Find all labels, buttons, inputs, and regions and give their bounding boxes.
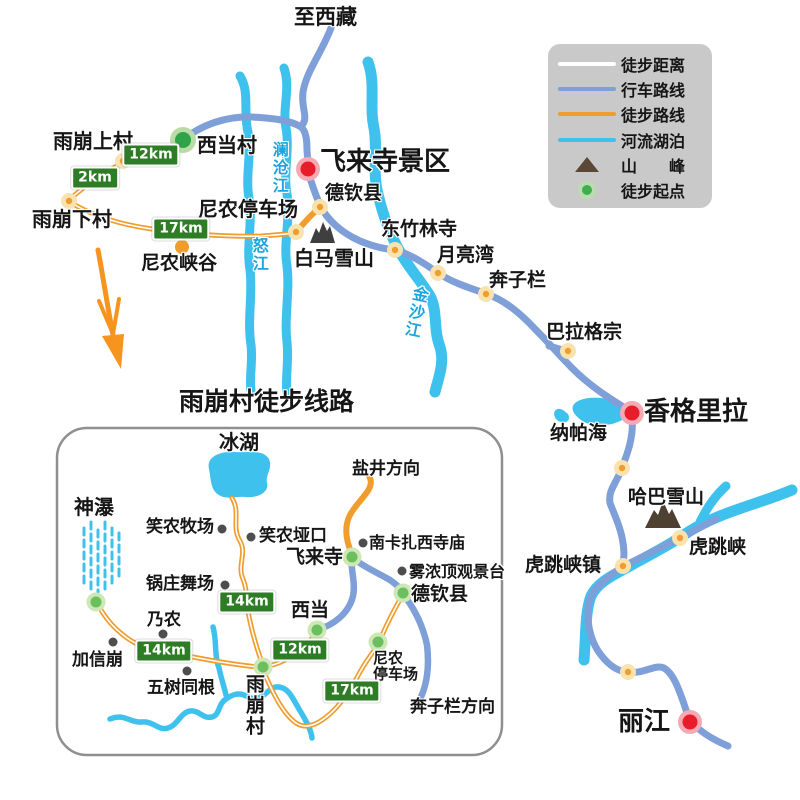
hiking-route-line-icon bbox=[556, 112, 618, 117]
label-yanjing-direction: 盐井方向 bbox=[352, 459, 420, 479]
label-napa-lake: 纳帕海 bbox=[550, 422, 608, 444]
legend-label: 行车路线 bbox=[621, 81, 686, 101]
legend-box: 徒步距离 行车路线 徒步路线 河流湖泊 山 峰 徒步起点 bbox=[548, 44, 712, 208]
label-wunongding-deck: 雾浓顶观景台 bbox=[409, 562, 506, 581]
label-nainong: 乃农 bbox=[147, 610, 181, 630]
label-ninong-canyon: 尼农峡谷 bbox=[141, 252, 218, 274]
label-deqin-county: 德钦县 bbox=[325, 182, 383, 204]
marker-shangrila-city bbox=[620, 401, 644, 425]
marker-ninong-canyon bbox=[175, 240, 189, 254]
legend-label: 徒步路线 bbox=[621, 106, 686, 126]
label-benzilan-direction: 奔子栏方向 bbox=[410, 697, 495, 717]
label-tiger-gorge-town: 虎跳峡镇 bbox=[525, 554, 602, 576]
label-yubeng-village: 雨崩村 bbox=[242, 674, 265, 737]
legend-label: 河流湖泊 bbox=[621, 131, 686, 151]
trail-start-dot-icon bbox=[556, 180, 618, 199]
inset-start-circles bbox=[86, 547, 413, 677]
label-to-tibet: 至西藏 bbox=[294, 5, 357, 29]
inset-pointer-arrow bbox=[95, 247, 124, 369]
label-jiaxinbeng: 加信崩 bbox=[72, 650, 123, 670]
ninong-parking-line1: 尼农 bbox=[373, 649, 404, 667]
label-sacred-waterfall: 神瀑 bbox=[74, 495, 114, 519]
nu-river-path bbox=[235, 71, 257, 395]
label-ninong-parking: 尼农停车场 bbox=[198, 197, 298, 221]
inset-badge-14km-icelake: 14km bbox=[218, 590, 276, 614]
inset-title: 雨崩村徒步线路 bbox=[179, 387, 355, 416]
label-guozhuang-dance: 锅庄舞场 bbox=[146, 574, 214, 594]
label-five-trees: 五树同根 bbox=[147, 678, 215, 698]
label-deqin-county-inset: 德钦县 bbox=[411, 583, 469, 605]
napa-lake-shape bbox=[554, 397, 626, 426]
legend-label: 徒步距离 bbox=[621, 56, 686, 75]
road-xidang-feilai bbox=[179, 113, 312, 169]
legend-row-driving-route: 行车路线 bbox=[556, 77, 706, 101]
ninong-parking-line2: 停车场 bbox=[373, 664, 419, 683]
label-tiger-gorge: 虎跳峡 bbox=[689, 536, 747, 558]
label-yubeng-lower: 雨崩下村 bbox=[32, 207, 112, 231]
road-shangrila-lijiang bbox=[584, 412, 732, 750]
road-to-tibet bbox=[299, 24, 335, 128]
distance-badge-12km: 12km bbox=[122, 143, 180, 167]
label-xiaonong-pass: 笑农垭口 bbox=[259, 526, 327, 546]
label-ice-lake: 冰湖 bbox=[219, 430, 259, 454]
label-yubeng-upper: 雨崩上村 bbox=[53, 129, 133, 153]
inset-box bbox=[55, 426, 504, 757]
legend-row-hiking-distance: 徒步距离 bbox=[556, 52, 706, 76]
marker-feilai-scenic-city bbox=[296, 157, 320, 181]
inset-river-path bbox=[107, 624, 315, 741]
legend-label: 山 峰 bbox=[621, 156, 686, 176]
label-nanka-temple: 南卡扎西寺庙 bbox=[369, 533, 466, 552]
label-xidang-village: 西当村 bbox=[197, 133, 257, 157]
legend-row-trail-start: 徒步起点 bbox=[556, 178, 706, 202]
label-dongzhulin: 东竹林寺 bbox=[381, 218, 458, 240]
label-xidang: 西当 bbox=[291, 599, 330, 621]
inset-badge-12km: 12km bbox=[271, 638, 329, 662]
label-lancang-river: 澜沧江 bbox=[269, 141, 289, 195]
label-nu-river: 怒江 bbox=[249, 237, 269, 273]
lancang-river-path bbox=[279, 63, 293, 398]
driving-route-line-icon bbox=[556, 87, 618, 92]
inset-badge-17km: 17km bbox=[323, 679, 381, 703]
inset-poi-dots bbox=[108, 524, 407, 676]
haba-snow-mountain-icon bbox=[645, 501, 681, 528]
label-moon-bay: 月亮湾 bbox=[437, 244, 495, 266]
label-shangrila: 香格里拉 bbox=[644, 397, 749, 427]
distance-badge-2km: 2km bbox=[71, 166, 119, 190]
label-benzilan: 奔子栏 bbox=[489, 269, 547, 291]
label-balagezong: 巴拉格宗 bbox=[546, 321, 623, 343]
baima-snow-mountain-icon bbox=[310, 222, 335, 243]
legend-row-mountain: 山 峰 bbox=[556, 153, 706, 177]
inset-ice-lake-shape bbox=[208, 451, 271, 498]
label-haba-snow: 哈巴雪山 bbox=[628, 486, 705, 508]
inset-waterfall-icon bbox=[82, 520, 121, 598]
legend-row-rivers-lakes: 河流湖泊 bbox=[556, 128, 706, 152]
legend-label: 徒步起点 bbox=[621, 181, 686, 201]
label-xiaonong-pasture: 笑农牧场 bbox=[146, 517, 214, 537]
distance-badge-17km: 17km bbox=[152, 217, 210, 241]
inset-trail-yanjing bbox=[343, 473, 374, 557]
marker-lijiang-city bbox=[678, 710, 702, 734]
waypoint-dots bbox=[61, 153, 688, 680]
mountain-icon bbox=[556, 157, 618, 173]
label-feilai-temple: 飞来寺 bbox=[286, 546, 344, 568]
inset-badge-14km-waterfall: 14km bbox=[135, 639, 193, 663]
hiking-distance-line-icon bbox=[556, 62, 618, 66]
label-baima-snow: 白马雪山 bbox=[294, 246, 374, 270]
label-feilai-scenic: 飞来寺景区 bbox=[320, 147, 451, 177]
label-ninong-parking-inset: 尼农 停车场 bbox=[373, 649, 419, 683]
legend-row-hiking-route: 徒步路线 bbox=[556, 102, 706, 126]
label-lijiang: 丽江 bbox=[618, 707, 671, 737]
river-line-icon bbox=[556, 137, 618, 142]
